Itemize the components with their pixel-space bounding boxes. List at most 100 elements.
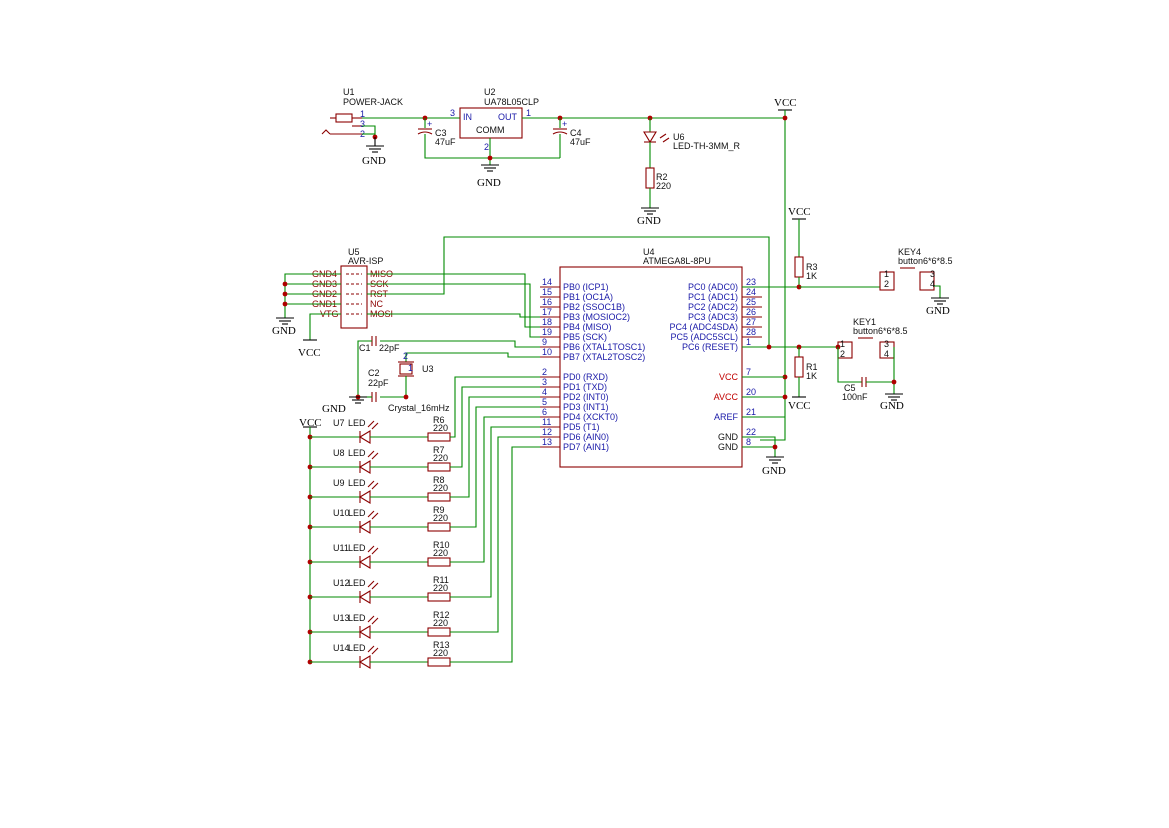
key4-pin: 2 [884, 279, 889, 289]
resistor-value: 220 [433, 423, 448, 433]
resistor-value: 220 [433, 483, 448, 493]
mcu-pin-name: PD4 (XCKT0) [563, 412, 618, 422]
key4-pin: 1 [884, 269, 889, 279]
u3-pin: 1 [408, 363, 413, 373]
u1-value: POWER-JACK [343, 97, 403, 107]
led-suffix: LED [348, 478, 366, 488]
mcu-pin-number: 7 [746, 367, 751, 377]
led-rays [367, 580, 379, 590]
led-rays [367, 480, 379, 490]
resistor-value: 220 [433, 583, 448, 593]
led-ref: U7 [333, 418, 345, 428]
led-rays [367, 450, 379, 460]
gnd-label: GND [272, 325, 296, 337]
c5-ref: C5 [844, 383, 856, 393]
key4-pin: 4 [930, 279, 935, 289]
led-wire [450, 406, 540, 528]
led-suffix: LED [348, 418, 366, 428]
mcu-pin-name: PD2 (INT0) [563, 392, 609, 402]
key4-value: button6*6*8.5 [898, 256, 953, 266]
mcu-pin-name: PC0 (ADC0) [688, 282, 738, 292]
resistor-value: 220 [433, 648, 448, 658]
u4-value: ATMEGA8L-8PU [643, 256, 711, 266]
key1-pin: 4 [884, 349, 889, 359]
mcu-pin-name: AVCC [714, 392, 739, 402]
key4-pin: 3 [930, 269, 935, 279]
c2-value: 22pF [368, 378, 389, 388]
mcu-pin-number: 20 [746, 387, 756, 397]
led-suffix: LED [348, 508, 366, 518]
resistor-ref: R9 [433, 505, 445, 515]
mcu-pin-number: 26 [746, 307, 756, 317]
led-ref: U12 [333, 578, 350, 588]
led-ref: U9 [333, 478, 345, 488]
resistor-symbol [427, 462, 451, 472]
mcu-pin-number: 16 [542, 297, 552, 307]
mcu-pin-number: 15 [542, 287, 552, 297]
vcc-label: VCC [299, 417, 322, 429]
c3-ref: C3 [435, 128, 447, 138]
vcc-label: VCC [788, 400, 811, 412]
led-rays [367, 420, 379, 430]
gnd-label: GND [637, 215, 661, 227]
mcu-pin-name: PD0 (RXD) [563, 372, 608, 382]
led-symbol [358, 555, 371, 569]
mcu-pin-name: PB5 (SCK) [563, 332, 607, 342]
mcu-pin-number: 13 [542, 437, 552, 447]
u5-ref: U5 [348, 247, 360, 257]
mcu-pin-name: AREF [714, 412, 739, 422]
gnd-label: GND [477, 177, 501, 189]
key4-ref: KEY4 [898, 247, 921, 257]
gnd-label: GND [322, 403, 346, 415]
led-ref: U8 [333, 448, 345, 458]
key1-ref: KEY1 [853, 317, 876, 327]
crystal-section: GND C1 22pF C2 22pF U3 Crystal_16mHz 1 2 [322, 336, 540, 415]
resistor-symbol [427, 557, 451, 567]
c1-value: 22pF [379, 343, 400, 353]
u1-pin: 1 [360, 109, 365, 119]
mcu-pin-name: PC4 (ADC4SDA) [669, 322, 738, 332]
reset-and-keys: VCC R3 1K KEY4 button6*6*8.5 1 2 3 4 GND… [742, 206, 953, 412]
resistor-ref: R12 [433, 610, 450, 620]
resistor-ref: R11 [433, 575, 449, 585]
mcu-pin-name: PC2 (ADC2) [688, 302, 738, 312]
mcu-pin-name: PC6 (RESET) [682, 342, 738, 352]
led-suffix: LED [348, 543, 366, 553]
mcu-pin-name: GND [718, 432, 739, 442]
led-symbol [358, 655, 371, 669]
mcu-pin-number: 11 [542, 417, 551, 427]
mcu-pin-name: PB4 (MISO) [563, 322, 612, 332]
led-rays [367, 510, 379, 520]
led-suffix: LED [348, 613, 366, 623]
c5-value: 100nF [842, 392, 868, 402]
u6-ref: U6 [673, 132, 685, 142]
c2-ref: C2 [368, 368, 380, 378]
led-wire [450, 386, 540, 468]
mcu-pin-name: PB3 (MOSIOC2) [563, 312, 630, 322]
mcu-pin-number: 8 [746, 437, 751, 447]
mcu-pin-name: PB1 (OC1A) [563, 292, 613, 302]
mcu-pin-number: 21 [746, 407, 756, 417]
mcu-pin-name: PD1 (TXD) [563, 382, 607, 392]
led-suffix: LED [348, 578, 366, 588]
key1-pin: 3 [884, 339, 889, 349]
resistor-ref: R13 [433, 640, 450, 650]
mcu-pin-name: PC1 (ADC1) [688, 292, 738, 302]
mcu-pin-number: 9 [542, 337, 547, 347]
resistor-value: 220 [433, 548, 448, 558]
mcu-pin-number: 5 [542, 397, 547, 407]
vcc-label: VCC [788, 206, 811, 218]
u2-pin-in: 3 [450, 108, 455, 118]
mcu-pin-number: 19 [542, 327, 552, 337]
led-wire [450, 426, 540, 598]
c4-ref: C4 [570, 128, 582, 138]
led-wire [450, 396, 540, 498]
led-suffix: LED [348, 643, 366, 653]
resistor-symbol [427, 627, 451, 637]
gnd-label: GND [926, 305, 950, 317]
resistor-ref: R10 [433, 540, 450, 550]
mcu-pin-name: GND [718, 442, 739, 452]
resistor-symbol [427, 492, 451, 502]
led-symbol [358, 590, 371, 604]
u2-value: UA78L05CLP [484, 97, 539, 107]
